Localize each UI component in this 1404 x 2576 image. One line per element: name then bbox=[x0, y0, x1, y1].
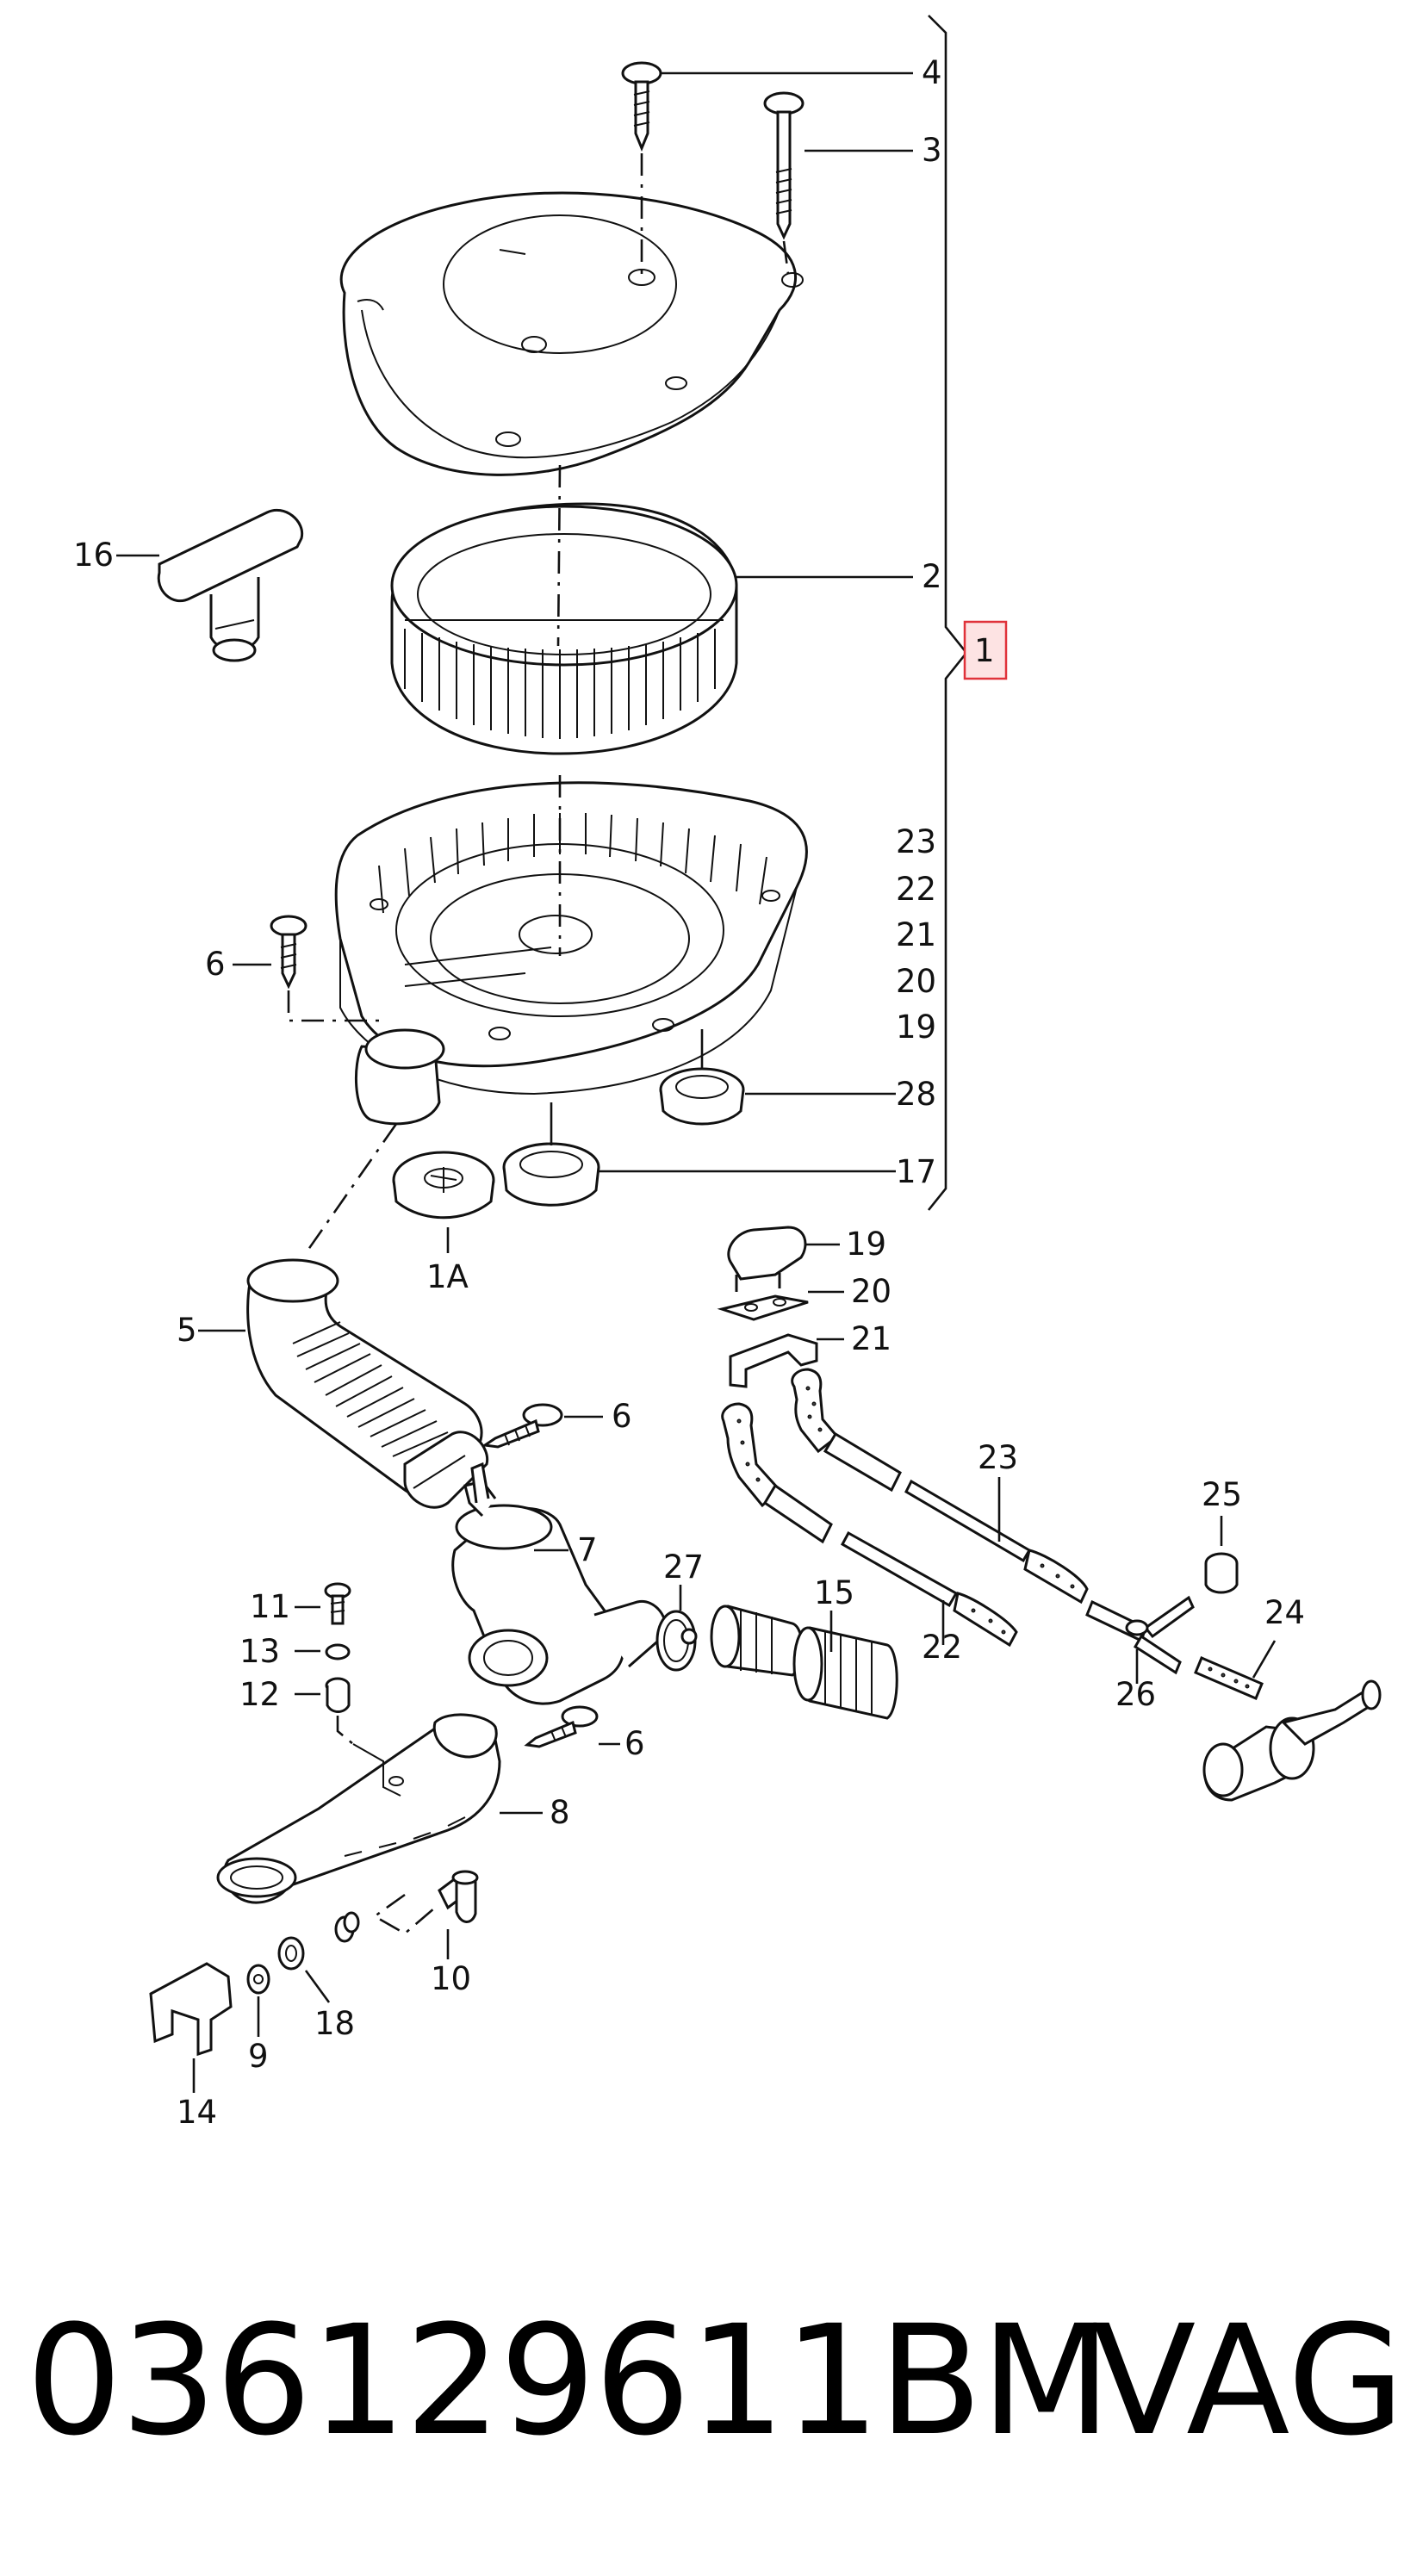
leader-24 bbox=[1252, 1640, 1277, 1679]
vent-hose-23 bbox=[791, 1368, 1089, 1605]
part-number: 036129611BM bbox=[26, 2293, 1111, 2469]
label-28: 28 bbox=[896, 1076, 936, 1113]
label-27: 27 bbox=[663, 1549, 704, 1586]
spacer-12 bbox=[325, 1677, 351, 1713]
t-connector-26 bbox=[1085, 1595, 1195, 1675]
label-11: 11 bbox=[250, 1588, 290, 1625]
highlight-box-1 bbox=[963, 620, 1008, 680]
cap-19 bbox=[727, 1226, 807, 1292]
brand-name: VAG bbox=[1092, 2293, 1404, 2469]
label-1a: 1A bbox=[426, 1258, 469, 1295]
vent-hose-22 bbox=[721, 1402, 1018, 1648]
air-filter-housing bbox=[334, 781, 808, 1126]
label-3: 3 bbox=[922, 132, 942, 169]
screw-6-lower bbox=[524, 1705, 599, 1748]
exploded-view-drawing: 4 3 16 2 1 23 22 21 20 19 28 17 6 1A 19 … bbox=[73, 15, 1382, 2131]
label-6-upper: 6 bbox=[205, 946, 226, 983]
washer-stack bbox=[334, 1911, 360, 1943]
label-26: 26 bbox=[1115, 1676, 1156, 1713]
axis-line-3 bbox=[782, 240, 790, 275]
check-valve bbox=[1202, 1679, 1382, 1802]
hose-24 bbox=[1194, 1656, 1264, 1700]
label-10: 10 bbox=[431, 1960, 471, 1997]
label-1: 1 bbox=[974, 632, 995, 669]
clip-10 bbox=[438, 1870, 479, 1923]
bracket-14 bbox=[149, 1962, 233, 2057]
cap-25 bbox=[1204, 1552, 1239, 1594]
screw-6-middle bbox=[481, 1403, 563, 1449]
label-15: 15 bbox=[814, 1574, 854, 1611]
air-filter-cover bbox=[339, 191, 804, 476]
cap-1a bbox=[392, 1151, 495, 1220]
label-22: 22 bbox=[922, 1629, 962, 1666]
label-13: 13 bbox=[239, 1633, 280, 1670]
axis-line-12 bbox=[336, 1716, 354, 1745]
intake-hose-5 bbox=[246, 1258, 489, 1509]
leader-18 bbox=[304, 1970, 331, 2003]
label-8: 8 bbox=[550, 1794, 570, 1831]
air-duct-8 bbox=[216, 1713, 501, 1904]
filter-element bbox=[390, 502, 738, 755]
axis-line-6-upper bbox=[287, 990, 379, 1022]
label-20-group: 20 bbox=[896, 963, 936, 1000]
washer-13 bbox=[325, 1643, 351, 1660]
label-5: 5 bbox=[177, 1312, 197, 1349]
label-21-group: 21 bbox=[896, 916, 936, 953]
label-22-group: 22 bbox=[896, 871, 936, 908]
label-18: 18 bbox=[314, 2005, 355, 2042]
screw-4 bbox=[621, 61, 662, 152]
axis-line-5 bbox=[304, 1123, 398, 1254]
hose-15 bbox=[710, 1605, 898, 1720]
label-16: 16 bbox=[73, 537, 114, 574]
bracket-21 bbox=[729, 1333, 818, 1388]
label-9: 9 bbox=[248, 2038, 269, 2075]
bolt-11 bbox=[324, 1582, 351, 1625]
label-17: 17 bbox=[896, 1153, 936, 1190]
label-25: 25 bbox=[1202, 1476, 1242, 1513]
label-14: 14 bbox=[177, 2094, 217, 2131]
hose-clamp-27 bbox=[655, 1610, 698, 1672]
label-19: 19 bbox=[846, 1226, 886, 1263]
grommet-28 bbox=[659, 1067, 745, 1126]
duct-bracket bbox=[352, 1743, 401, 1797]
grommet-17 bbox=[502, 1142, 600, 1207]
bolt-3 bbox=[763, 91, 805, 240]
label-19-group: 19 bbox=[896, 1009, 936, 1046]
label-6-middle: 6 bbox=[612, 1398, 632, 1435]
washer-18 bbox=[277, 1936, 305, 1971]
label-12: 12 bbox=[239, 1676, 280, 1713]
connecting-pipe-7 bbox=[451, 1462, 668, 1705]
label-21: 21 bbox=[851, 1320, 891, 1357]
label-4: 4 bbox=[922, 54, 942, 91]
axis-line-2 bbox=[556, 464, 562, 647]
label-6-lower: 6 bbox=[624, 1725, 645, 1762]
label-23: 23 bbox=[978, 1439, 1018, 1476]
cap-16 bbox=[157, 508, 304, 662]
label-2: 2 bbox=[922, 558, 942, 595]
label-20: 20 bbox=[851, 1273, 891, 1310]
axis-line-10 bbox=[372, 1893, 436, 1935]
label-23-group: 23 bbox=[896, 823, 936, 860]
label-7: 7 bbox=[577, 1531, 598, 1568]
label-24: 24 bbox=[1264, 1594, 1305, 1631]
nut-9 bbox=[246, 1964, 270, 1995]
gasket-20 bbox=[717, 1294, 809, 1321]
screw-6-upper bbox=[270, 915, 308, 990]
